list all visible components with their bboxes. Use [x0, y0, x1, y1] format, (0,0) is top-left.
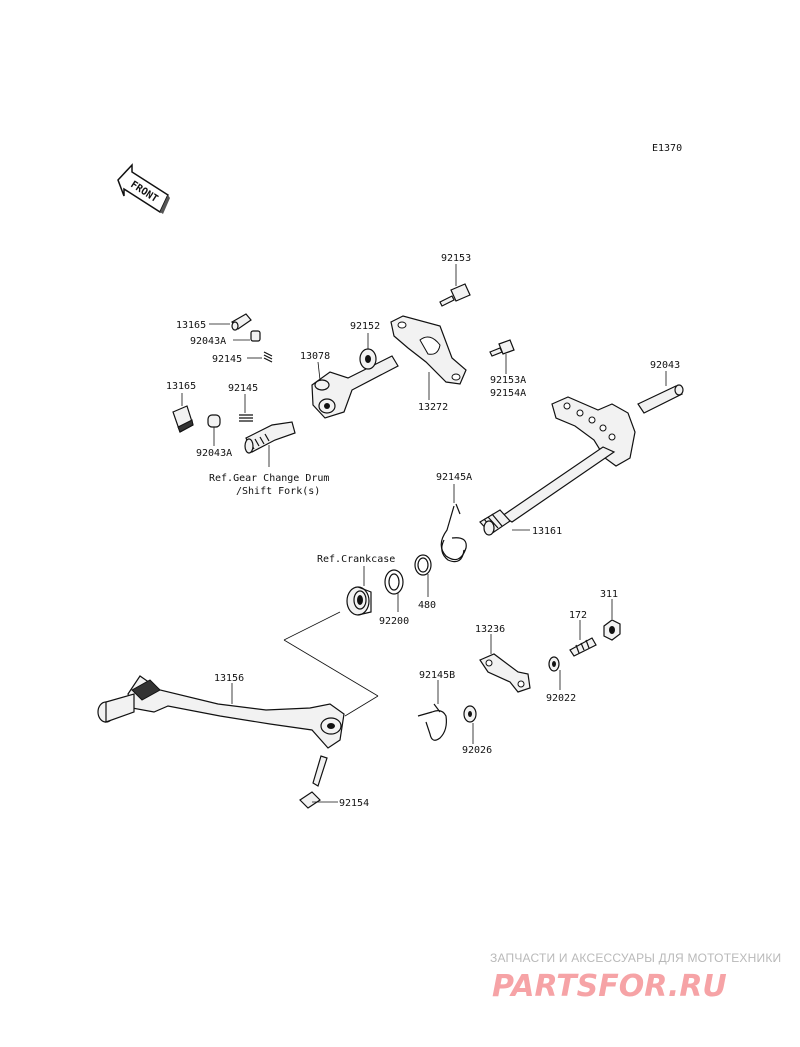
label-13272: 13272 — [418, 402, 448, 413]
label-13078: 13078 — [300, 351, 330, 362]
part-92043-pin[interactable] — [637, 384, 684, 414]
part-13272-plate[interactable] — [390, 315, 467, 385]
label-92043: 92043 — [650, 360, 680, 371]
part-480-circlip[interactable] — [414, 554, 432, 576]
part-92154-bolt[interactable] — [299, 755, 328, 809]
leader-lines — [283, 611, 379, 717]
part-92153-bolt[interactable] — [439, 283, 471, 307]
label-92145-lower: 92145 — [228, 383, 258, 394]
part-92153a-bolt[interactable] — [489, 339, 515, 357]
label-92043a-lower: 92043A — [196, 448, 232, 459]
part-92200-washer[interactable] — [384, 569, 404, 595]
label-92200: 92200 — [379, 616, 409, 627]
front-arrow-icon: FRONT — [117, 163, 170, 214]
part-13156-pedal[interactable] — [97, 675, 345, 749]
watermark: ЗАПЧАСТИ И АКСЕССУАРЫ ДЛЯ МОТОТЕХНИКИ PA… — [490, 951, 781, 1004]
label-172: 172 — [569, 610, 587, 621]
part-92145-lower[interactable] — [239, 414, 253, 422]
label-311: 311 — [600, 589, 618, 600]
part-92152-washer[interactable] — [359, 348, 377, 370]
watermark-brand: PARTSFOR.RU — [492, 969, 727, 1004]
part-13236-link[interactable] — [479, 653, 531, 693]
part-92043a-lower[interactable] — [207, 414, 221, 428]
label-13161: 13161 — [532, 526, 562, 537]
part-92145a-spring[interactable] — [440, 503, 467, 563]
part-311-nut[interactable] — [603, 619, 621, 641]
label-92154a: 92154A — [490, 388, 526, 399]
label-92145b: 92145B — [419, 670, 455, 681]
oil-seal — [346, 586, 372, 616]
part-92026-washer[interactable] — [463, 705, 477, 723]
label-ref-shift-forks: /Shift Fork(s) — [236, 486, 320, 497]
label-ref-crankcase: Ref.Crankcase — [317, 554, 395, 565]
part-92145-upper[interactable] — [263, 351, 273, 363]
label-ref-gear-change-drum: Ref.Gear Change Drum — [209, 473, 329, 484]
label-92145-upper: 92145 — [212, 354, 242, 365]
part-13165-upper[interactable] — [231, 313, 252, 331]
label-92153: 92153 — [441, 253, 471, 264]
part-92022-washer[interactable] — [548, 656, 560, 672]
part-172-bolt[interactable] — [569, 637, 597, 657]
part-92145b-spring[interactable] — [417, 703, 447, 741]
watermark-tagline: ЗАПЧАСТИ И АКСЕССУАРЫ ДЛЯ МОТОТЕХНИКИ — [490, 951, 781, 965]
part-13165-lower[interactable] — [172, 405, 194, 433]
part-13078-shift-arm[interactable] — [311, 355, 399, 419]
label-13236: 13236 — [475, 624, 505, 635]
label-480: 480 — [418, 600, 436, 611]
label-92026: 92026 — [462, 745, 492, 756]
label-13165-lower: 13165 — [166, 381, 196, 392]
part-92043a-upper[interactable] — [250, 330, 261, 342]
label-92153a: 92153A — [490, 375, 526, 386]
part-13161-shift-shaft[interactable] — [479, 396, 636, 536]
label-92043a-upper: 92043A — [190, 336, 226, 347]
label-92145a: 92145A — [436, 472, 472, 483]
diagram-code: E1370 — [652, 143, 682, 154]
label-92152: 92152 — [350, 321, 380, 332]
label-92022: 92022 — [546, 693, 576, 704]
gear-change-drum-shaft — [244, 421, 296, 454]
label-13165-upper: 13165 — [176, 320, 206, 331]
label-92154: 92154 — [339, 798, 369, 809]
label-13156: 13156 — [214, 673, 244, 684]
